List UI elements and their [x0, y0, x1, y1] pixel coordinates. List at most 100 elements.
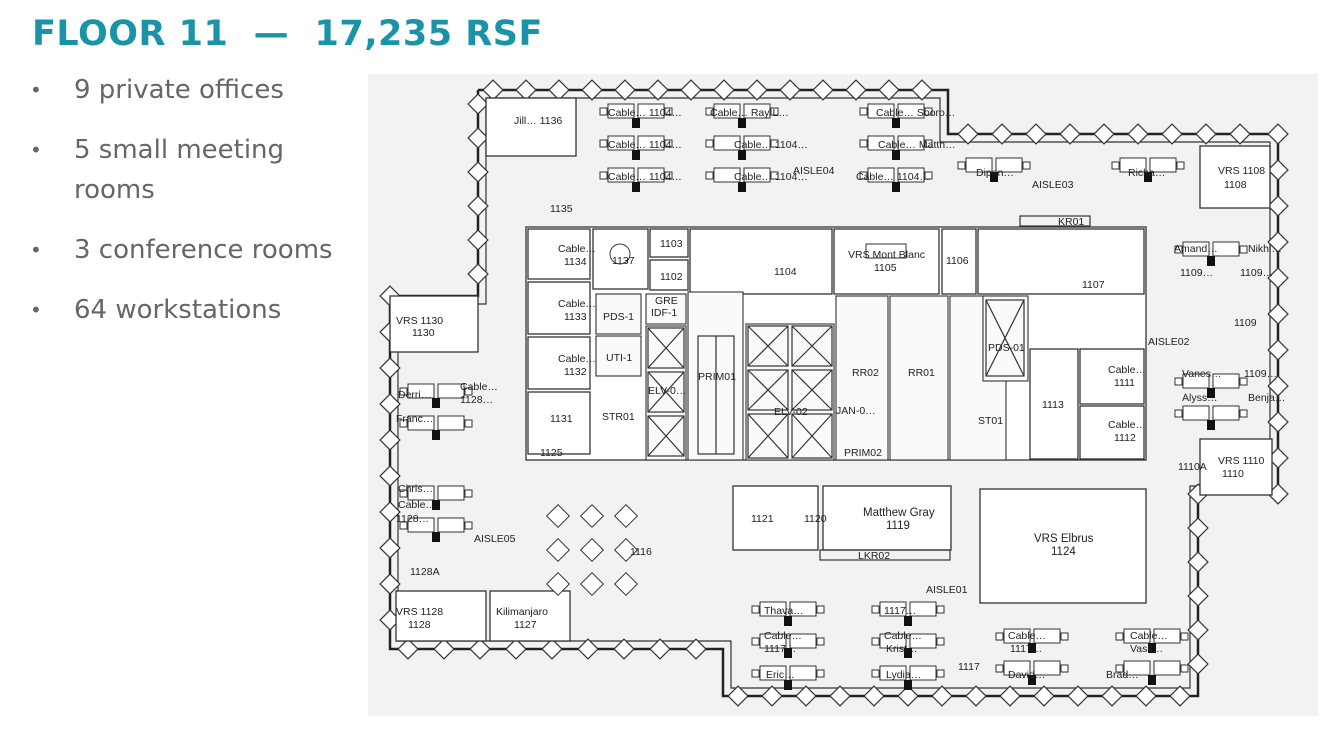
- label-1117a: 1117…: [764, 643, 796, 655]
- label-1130: 1130: [412, 327, 435, 339]
- chair: [399, 387, 408, 396]
- column: [727, 685, 749, 707]
- desk: [713, 167, 741, 183]
- column: [863, 685, 885, 707]
- label-ws-9: Cable… 1104…: [856, 171, 930, 183]
- desk-divider: [432, 430, 440, 440]
- label-vrs-elbrus: VRS Elbrus: [1034, 533, 1094, 545]
- desk-divider: [784, 616, 792, 626]
- chair: [1115, 632, 1124, 641]
- chair: [399, 489, 408, 498]
- desk-divider: [784, 648, 792, 658]
- column: [1267, 159, 1289, 181]
- desk: [759, 665, 787, 681]
- label-ws-3: Cable… 1104…: [608, 171, 682, 183]
- desk-divider: [632, 150, 640, 160]
- desk: [1033, 628, 1061, 644]
- column: [649, 638, 671, 660]
- office-1132: [527, 336, 591, 390]
- column: [581, 79, 603, 101]
- column: [1267, 123, 1289, 145]
- column: [1161, 123, 1183, 145]
- column: [746, 79, 768, 101]
- column: [965, 685, 987, 707]
- label-aisle02: AISLE02: [1148, 336, 1190, 348]
- label-chris: Chris…: [398, 483, 433, 495]
- column: [515, 79, 537, 101]
- chair: [464, 489, 473, 498]
- label-1109: 1109: [1234, 317, 1257, 329]
- office-1112: [1079, 405, 1145, 460]
- label-ws-5: Cable… 1104…: [734, 139, 808, 151]
- chair: [464, 419, 473, 428]
- desk: [879, 633, 907, 649]
- desk: [407, 383, 435, 399]
- feature-list: 9 private offices 5 small meeting rooms …: [30, 70, 370, 350]
- label-cable-b2: Cable…: [884, 630, 922, 642]
- column: [1267, 339, 1289, 361]
- chair: [871, 669, 880, 678]
- label-pds01: PDS-01: [988, 342, 1025, 354]
- column: [1267, 195, 1289, 217]
- label-vrs1110: VRS 1110: [1218, 455, 1264, 467]
- desk: [607, 167, 635, 183]
- label-vrs-mont-blanc: VRS Mont Blanc: [848, 249, 925, 261]
- office-1134: [527, 228, 591, 280]
- chair: [995, 664, 1004, 673]
- chair: [936, 669, 945, 678]
- desk: [789, 633, 817, 649]
- chair: [924, 171, 933, 180]
- cafe-table: [579, 571, 605, 597]
- label-1108: 1108: [1224, 179, 1247, 191]
- desk: [1212, 241, 1240, 257]
- column: [467, 263, 489, 285]
- label-uti1: UTI-1: [606, 352, 632, 364]
- office-1131: [527, 391, 591, 455]
- column: [379, 573, 401, 595]
- desk: [713, 135, 741, 151]
- column: [1267, 483, 1289, 505]
- label-vrs1108: VRS 1108: [1218, 165, 1265, 177]
- column: [469, 638, 491, 660]
- desk: [789, 601, 817, 617]
- label-ws-1: Cable… 1104…: [608, 107, 682, 119]
- desk: [1153, 660, 1181, 676]
- desk: [1123, 628, 1151, 644]
- column: [1267, 375, 1289, 397]
- desk: [607, 103, 635, 119]
- label-ws-2: Cable… 1104…: [608, 139, 682, 151]
- chair: [399, 419, 408, 428]
- column: [779, 79, 801, 101]
- label-1135: 1135: [550, 203, 573, 215]
- label-nikhi: Nikhi…: [1248, 243, 1282, 255]
- office-1133: [527, 281, 591, 335]
- column: [1187, 653, 1209, 675]
- desk-divider: [432, 398, 440, 408]
- desk: [995, 157, 1023, 173]
- desk: [897, 135, 925, 151]
- chair: [770, 139, 779, 148]
- room-1104: [689, 228, 833, 295]
- label-1111: 1111: [1114, 377, 1135, 389]
- elevator-bank-1: [645, 325, 687, 461]
- desk: [1212, 405, 1240, 421]
- desk: [637, 167, 665, 183]
- room-pds-1: [595, 293, 642, 335]
- column: [829, 685, 851, 707]
- chair: [664, 107, 673, 116]
- desk-divider: [738, 182, 746, 192]
- label-1117: 1117: [958, 661, 980, 673]
- desk: [909, 601, 937, 617]
- label-eric: Eric…: [766, 669, 795, 681]
- chair: [1174, 245, 1183, 254]
- desk: [1119, 157, 1147, 173]
- chair: [871, 637, 880, 646]
- desk: [867, 103, 895, 119]
- chair: [1239, 409, 1248, 418]
- column: [680, 79, 702, 101]
- column: [433, 638, 455, 660]
- label-aisle01: AISLE01: [926, 584, 968, 596]
- chair: [751, 605, 760, 614]
- label-vrs1130: VRS 1130: [396, 315, 443, 327]
- label-brad: Brad…: [1106, 669, 1139, 681]
